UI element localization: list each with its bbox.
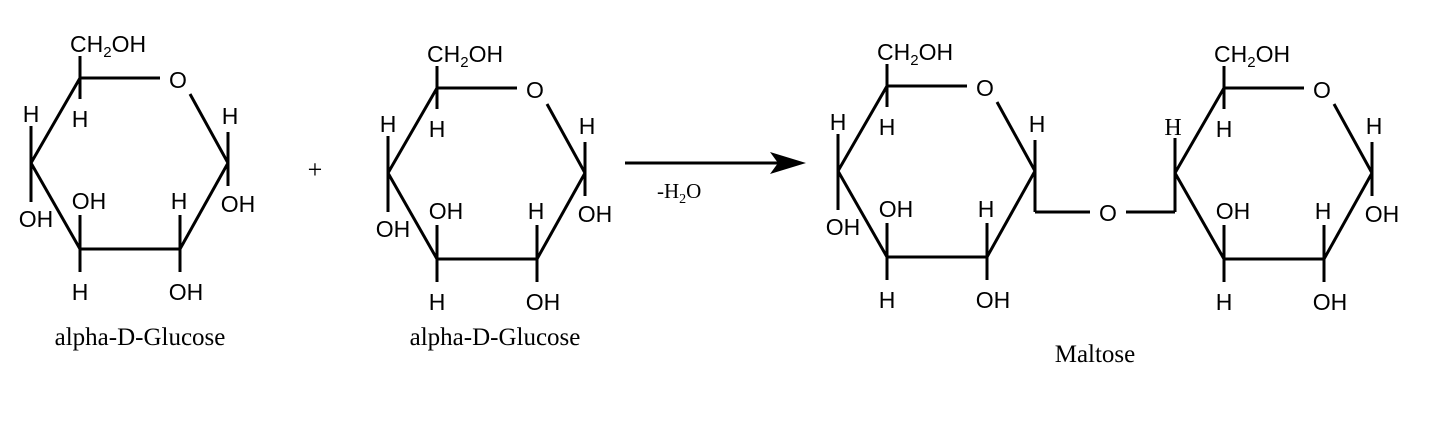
ring-bond — [386, 87, 439, 174]
ch2oh-group: CH2OH — [1214, 41, 1290, 71]
byproduct-water: -H2O — [657, 179, 701, 207]
subscript-2: 2 — [1247, 54, 1255, 71]
ch-label: CH — [877, 39, 910, 65]
hydrogen: H — [1029, 111, 1046, 137]
hydroxyl: OH — [19, 206, 54, 232]
hydroxyl: OH — [1313, 289, 1348, 315]
ch2oh-group: CH2OH — [70, 31, 146, 61]
ring-bond — [386, 172, 439, 260]
hydrogen: H — [1164, 115, 1181, 141]
hydrogen: H — [429, 116, 446, 142]
subscript-2: 2 — [103, 44, 111, 61]
hydroxyl: OH — [526, 289, 561, 315]
hydrogen: H — [1315, 198, 1332, 224]
ch-label: CH — [1214, 41, 1247, 67]
reaction-arrow — [625, 152, 806, 174]
arrow-head-icon — [770, 152, 806, 174]
ring-bond — [995, 101, 1037, 172]
ring-oxygen: O — [1313, 77, 1331, 103]
molecule-label-glucose-1: alpha-D-Glucose — [55, 324, 226, 351]
hydrogen: H — [978, 196, 995, 222]
hydrogen: H — [1216, 289, 1233, 315]
hydroxyl: OH — [1365, 201, 1400, 227]
plus-sign: + — [308, 155, 323, 184]
molecule-label-maltose: Maltose — [1055, 341, 1136, 368]
hydrogen: H — [72, 106, 89, 132]
ring-bond — [1173, 87, 1226, 174]
hydrogen: H — [1366, 113, 1383, 139]
ring-bond — [535, 172, 587, 260]
oh-label: OH — [469, 41, 504, 67]
subscript-2: 2 — [460, 54, 468, 71]
ring-bond — [836, 85, 889, 172]
hydroxyl: OH — [72, 188, 107, 214]
hydrogen: H — [830, 109, 847, 135]
ring-bond — [1173, 172, 1226, 260]
hydrogen: H — [171, 188, 188, 214]
ring-bond — [29, 162, 82, 250]
ring-oxygen: O — [169, 67, 187, 93]
hydroxyl: OH — [221, 191, 256, 217]
ring-bond — [985, 170, 1037, 258]
ring-bond — [1332, 103, 1374, 174]
ch-label: CH — [427, 41, 460, 67]
hydroxyl: OH — [1216, 198, 1251, 224]
hydrogen: H — [380, 111, 397, 137]
ring-bond — [188, 93, 230, 164]
ch2oh-group: CH2OH — [877, 39, 953, 69]
ch-label: CH — [70, 31, 103, 57]
ring-bond — [1322, 172, 1374, 260]
glycosidic-linkage: O — [1033, 171, 1177, 226]
hydrogen: H — [579, 113, 596, 139]
glycosidic-oxygen: O — [1099, 200, 1117, 226]
ring-oxygen: O — [526, 77, 544, 103]
hydrogen: H — [1216, 116, 1233, 142]
ring-bond — [178, 162, 230, 250]
subscript-2: 2 — [910, 52, 918, 69]
ring-bond — [29, 77, 82, 164]
hydrogen: H — [879, 287, 896, 313]
hydrogen: H — [23, 101, 40, 127]
hydrogen: H — [222, 103, 239, 129]
ring-oxygen: O — [976, 75, 994, 101]
molecule-label-glucose-2: alpha-D-Glucose — [410, 324, 581, 351]
oh-label: OH — [919, 39, 954, 65]
hydroxyl: OH — [578, 201, 613, 227]
oh-label: OH — [1256, 41, 1291, 67]
hydroxyl: OH — [376, 216, 411, 242]
oh-label: OH — [112, 31, 147, 57]
hydroxyl: OH — [429, 198, 464, 224]
hydrogen: H — [429, 289, 446, 315]
hydroxyl: OH — [826, 214, 861, 240]
ch2oh-group: CH2OH — [427, 41, 503, 71]
hydrogen: H — [528, 198, 545, 224]
hydrogen: H — [879, 114, 896, 140]
hydroxyl: OH — [169, 279, 204, 305]
ring-bond — [836, 170, 889, 258]
hydrogen: H — [72, 279, 89, 305]
ring-bond — [545, 103, 587, 174]
hydroxyl: OH — [879, 196, 914, 222]
hydroxyl: OH — [976, 287, 1011, 313]
